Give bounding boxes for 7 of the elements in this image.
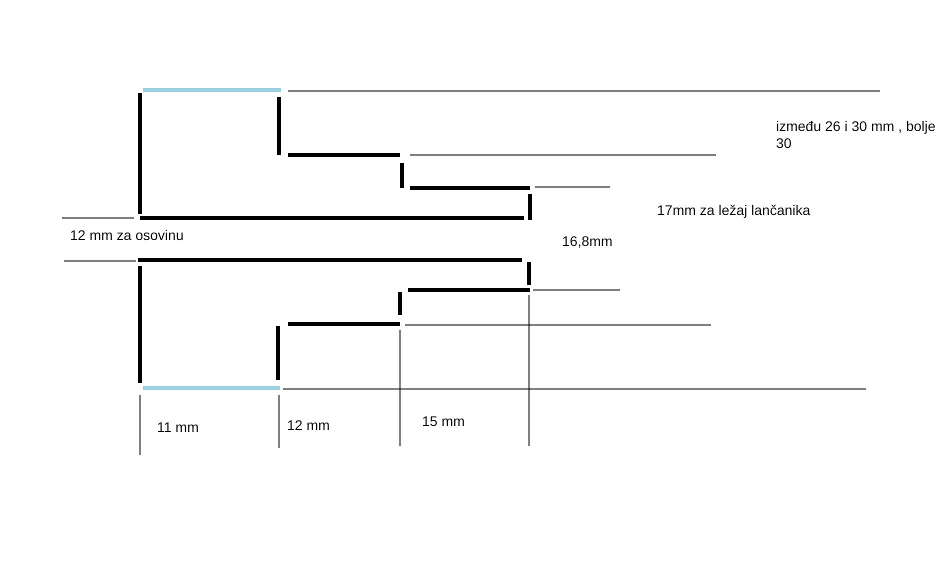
dimension-label: 16,8mm <box>562 233 613 250</box>
dimension-label: 11 mm <box>157 419 199 436</box>
dimension-note: 17mm za ležaj lančanika <box>657 202 810 219</box>
dimension-label: 15 mm <box>422 413 465 430</box>
dimension-note: 12 mm za osovinu <box>70 227 184 244</box>
dimension-note: između 26 i 30 mm , bolje 30 <box>776 118 936 152</box>
dimension-label: 12 mm <box>287 417 330 434</box>
